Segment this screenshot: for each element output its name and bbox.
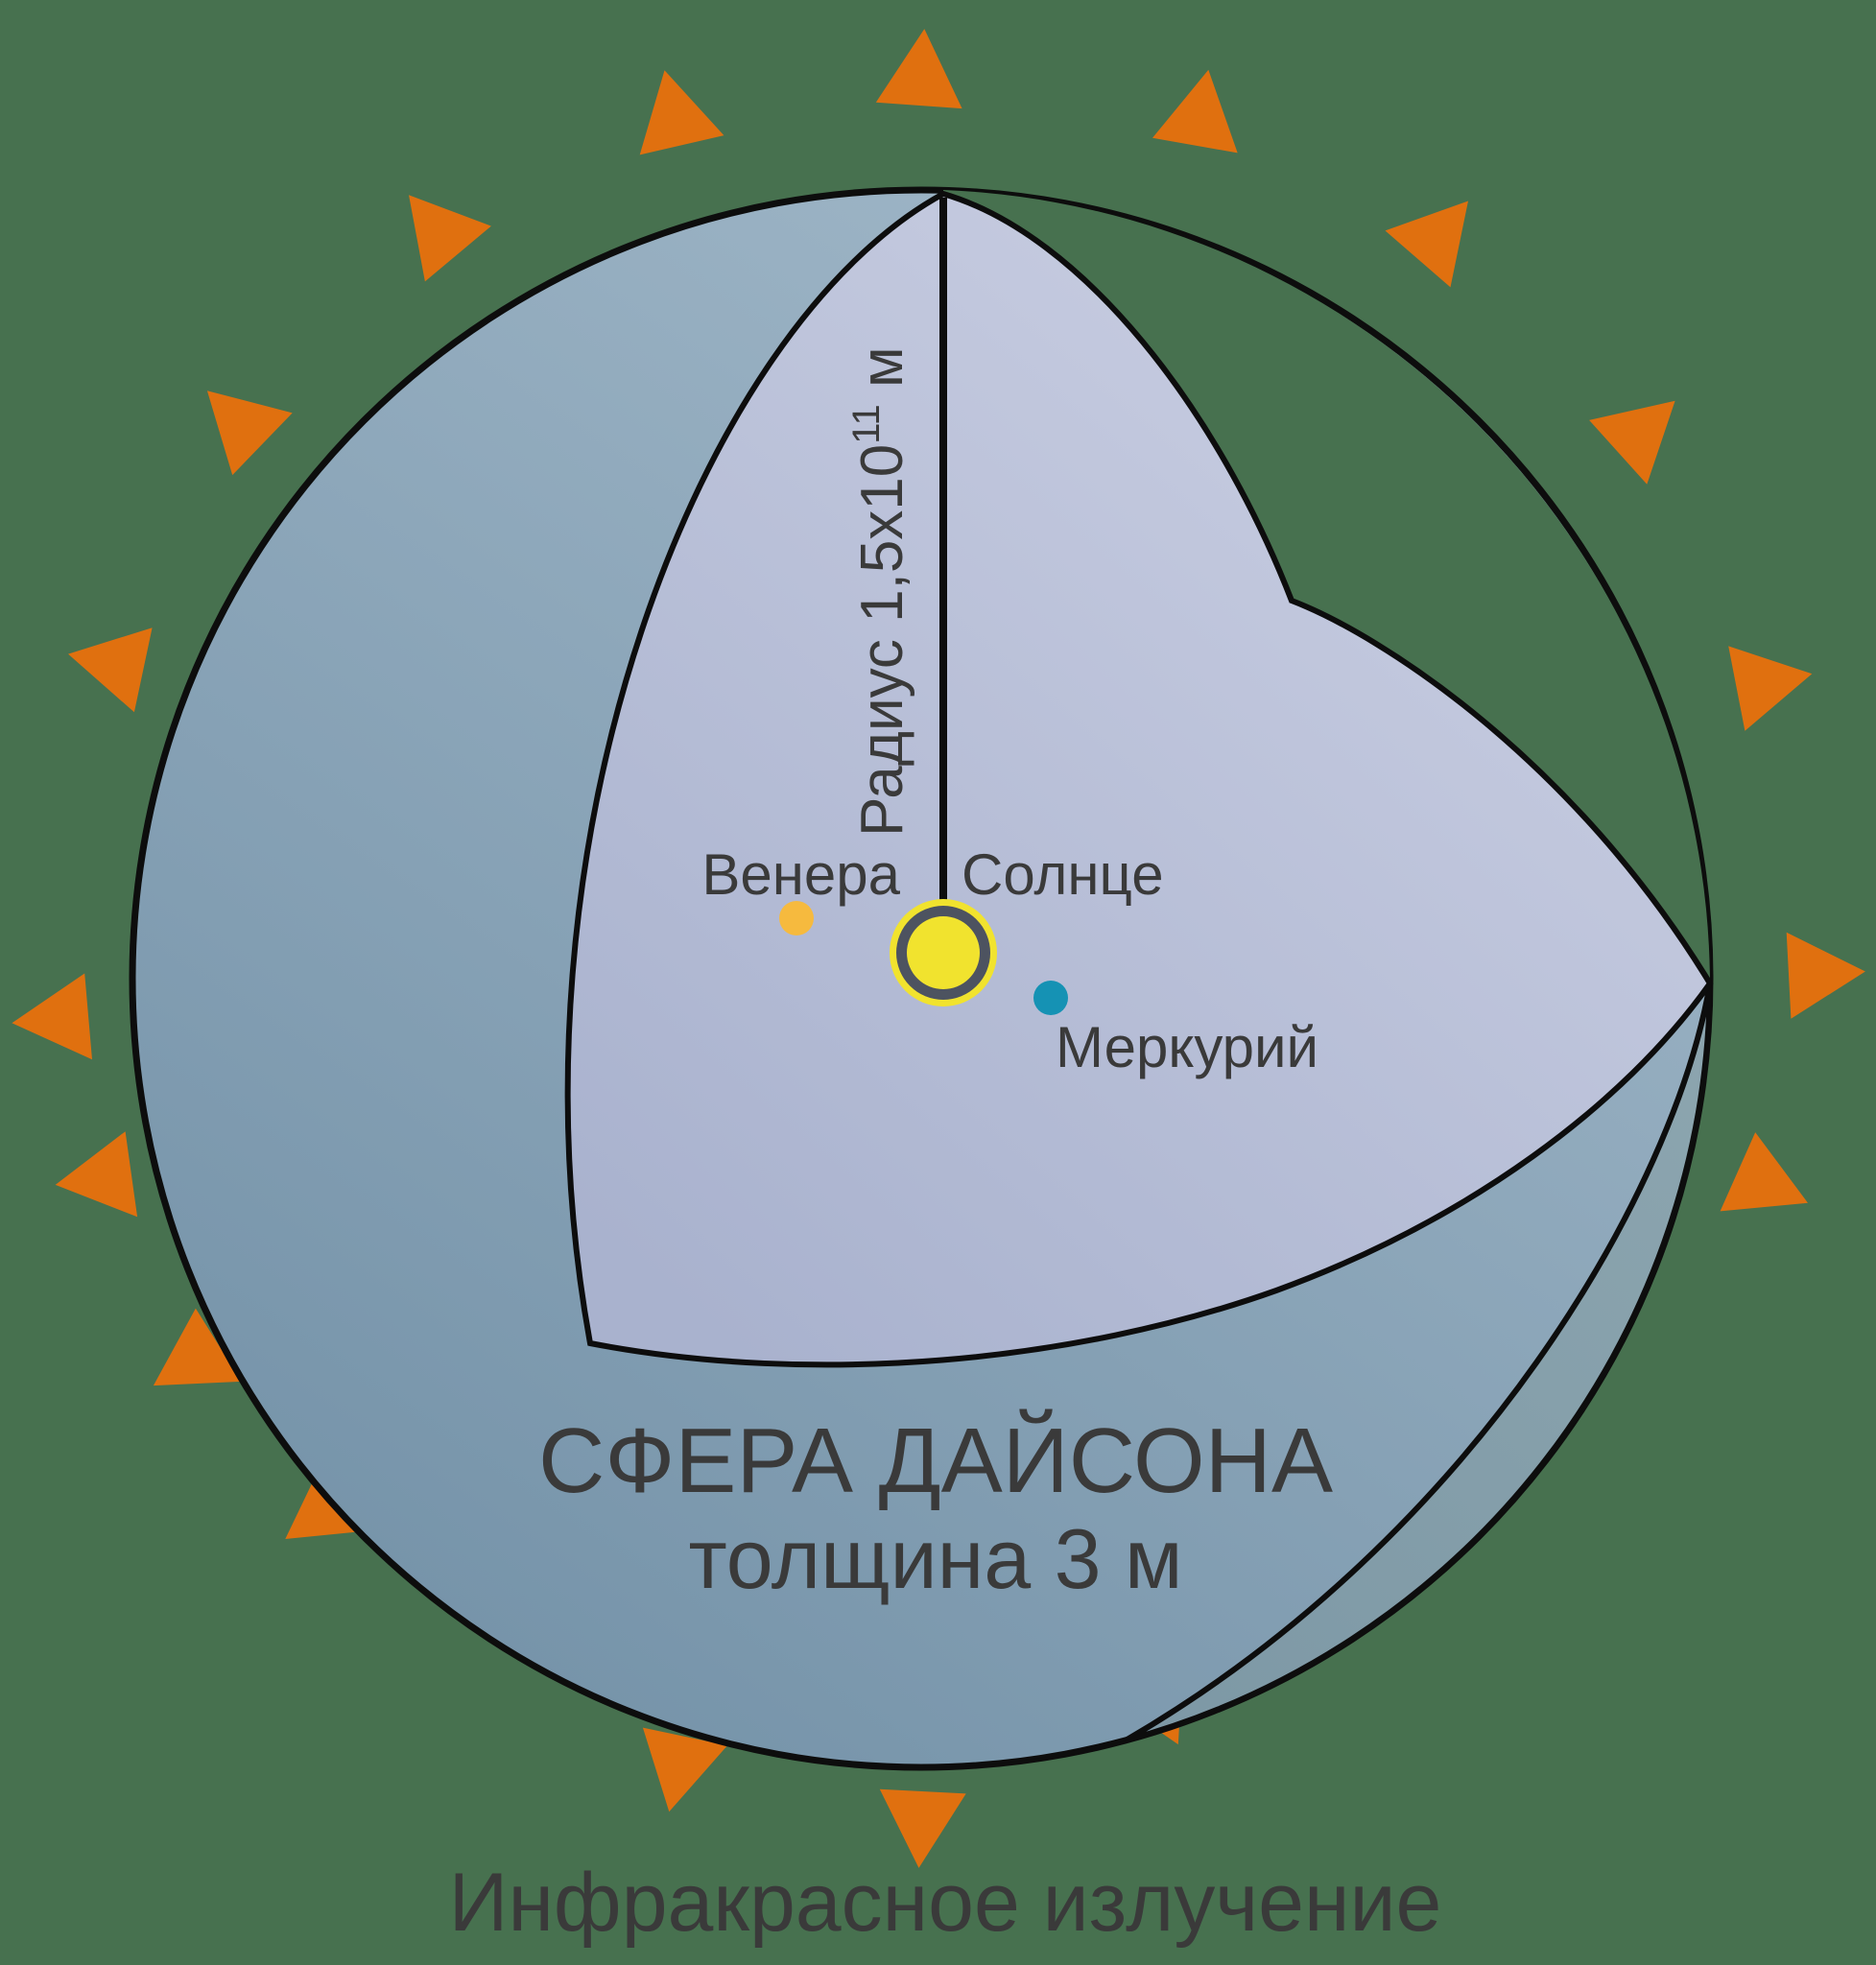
venus-label: Венера	[701, 842, 900, 907]
infrared-ray-icon	[1385, 201, 1468, 288]
sphere-title-line1: СФЕРА ДАЙСОНА	[538, 1409, 1333, 1512]
infrared-ray-icon	[879, 1788, 966, 1868]
sphere-title-line2: толщина 3 м	[688, 1511, 1182, 1606]
cutaway-face	[564, 190, 1714, 1368]
infrared-ray-icon	[875, 29, 962, 109]
infrared-ray-icon	[1786, 932, 1865, 1019]
infrared-ray-icon	[153, 1308, 242, 1386]
infrared-ray-icon	[1728, 646, 1813, 731]
infrared-ray-icon	[642, 1727, 727, 1812]
radius-label-exponent: 11	[845, 404, 888, 444]
infrared-ray-icon	[68, 627, 153, 713]
infrared-ray-icon	[206, 391, 293, 476]
sun-icon	[890, 899, 997, 1006]
infrared-ray-icon	[1720, 1132, 1808, 1212]
venus-dot	[779, 901, 814, 935]
mercury-dot	[1033, 981, 1068, 1015]
radius-label-suffix: м	[849, 346, 915, 404]
infrared-ray-icon	[12, 973, 92, 1060]
infrared-ray-icon	[55, 1131, 138, 1218]
cutaway-opening	[943, 190, 1710, 983]
infrared-ray-icon	[1589, 400, 1675, 485]
infrared-ray-icon	[409, 195, 491, 282]
bottom-caption: Инфракрасное излучение	[449, 1857, 1442, 1949]
sun-label: Солнце	[962, 842, 1164, 907]
infrared-ray-icon	[639, 70, 724, 155]
radius-label: Радиус 1,5x1011 м	[845, 346, 915, 837]
infrared-ray-icon	[1152, 69, 1238, 154]
radius-label-prefix: Радиус 1,5x10	[849, 444, 915, 837]
inner-shell-lip	[1124, 982, 1713, 1743]
mercury-label: Меркурий	[1056, 1015, 1318, 1079]
